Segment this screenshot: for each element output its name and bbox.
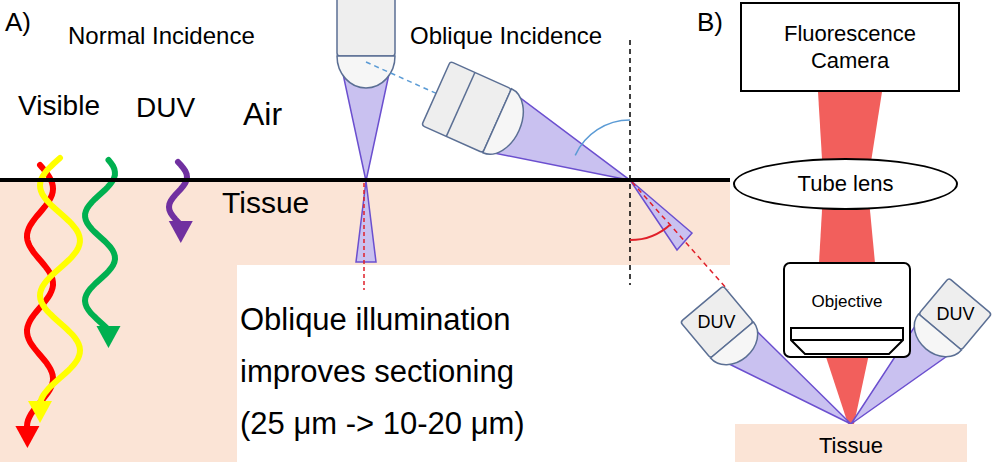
- focus-cone: [356, 181, 376, 262]
- node-text: Fluorescence Camera: [752, 20, 948, 75]
- oblique-objective: [422, 61, 645, 212]
- objective-tip: [791, 328, 903, 354]
- incidence-angle-arc: [575, 120, 630, 155]
- refracted-axis: [632, 182, 728, 290]
- duv-wave: [169, 162, 187, 225]
- refraction-angle-arc: [630, 224, 670, 240]
- tissue-region: [0, 180, 730, 462]
- objective-lens: [337, 56, 395, 88]
- duv-objective-outline: [672, 290, 792, 390]
- tube-lens-ellipse: Tube lens: [733, 158, 958, 210]
- note-text: Oblique illumination improves sectioning…: [240, 294, 560, 450]
- wave-arrowhead: [96, 326, 120, 348]
- section-heading: Oblique Incidence: [410, 22, 602, 50]
- panel-letter: B): [697, 8, 723, 38]
- surface-normal: [629, 40, 631, 285]
- panel-letter: A): [5, 8, 31, 38]
- wave-arrowhead: [169, 221, 193, 243]
- light-label: DUV: [136, 92, 195, 124]
- node-text: Tissue: [819, 432, 883, 460]
- duv-source: DUV: [880, 282, 998, 382]
- visible-wave-green: [85, 160, 115, 328]
- medium-label: Tissue: [222, 186, 309, 221]
- objective-lens: [483, 89, 533, 163]
- node-text: Objective: [783, 292, 911, 312]
- objective-body: [337, 0, 395, 56]
- objective-band: [446, 72, 475, 136]
- visible-wave-yellow: [40, 158, 80, 404]
- wave-arrowhead: [15, 426, 39, 448]
- section-heading: Normal Incidence: [68, 22, 255, 50]
- objective-band: [791, 339, 903, 341]
- duv-objective: [904, 278, 991, 367]
- node-text: DUV: [936, 303, 974, 324]
- duv-source: DUV: [672, 290, 792, 390]
- wave-arrowhead: [28, 401, 52, 423]
- objective-symbol: Objective: [783, 262, 911, 358]
- tissue-sample: Tissue: [735, 424, 967, 462]
- node-text: Tube lens: [798, 170, 894, 198]
- air-tissue-interface: [0, 178, 730, 182]
- camera-box: Fluorescence Camera: [740, 2, 960, 92]
- duv-objective-outline: [880, 282, 998, 382]
- light-label: Visible: [18, 90, 100, 122]
- node-text: DUV: [698, 311, 736, 332]
- objective-housing: [784, 263, 910, 357]
- medium-label: Air: [243, 96, 282, 133]
- axis-line: [363, 183, 365, 290]
- duv-objective: [680, 286, 767, 375]
